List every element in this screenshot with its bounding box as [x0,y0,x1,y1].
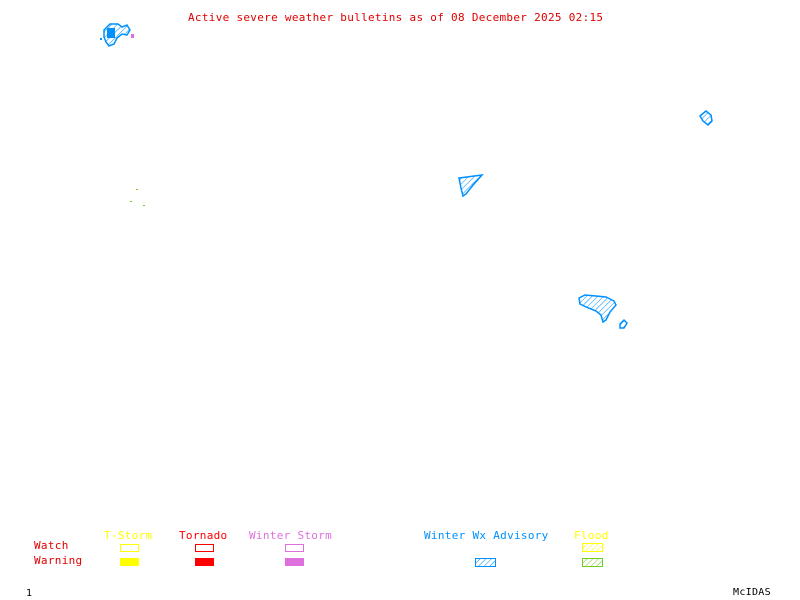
flood-warning-area-west[interactable] [130,189,145,206]
legend-header-winter-wx-advisory: Winter Wx Advisory [424,529,549,542]
legend-flood-watch-swatch [582,543,603,552]
winter-advisory-area-east[interactable] [578,294,628,329]
software-label: McIDAS [733,587,771,598]
winter-advisory-area-northeast[interactable] [699,110,713,127]
legend-winter-wx-advisory-swatch [475,558,496,567]
legend-winter-storm-warning-swatch [285,558,304,566]
legend-header-flood: Flood [574,529,609,542]
legend-tornado-watch-swatch [195,544,214,552]
legend-flood-warning-swatch [582,558,603,567]
legend-header-winter-storm: Winter Storm [249,529,333,542]
map-title: Active severe weather bulletins as of 08… [188,11,604,24]
legend-tornado-warning-swatch [195,558,214,566]
frame-number: 1 [26,588,33,599]
legend-winter-storm-watch-swatch [285,544,304,552]
winter-advisory-area-north-central[interactable] [458,173,484,198]
legend-tstorm-watch-swatch [120,544,139,552]
legend-header-tornado: Tornado [179,529,228,542]
winter-advisory-area-northwest[interactable] [100,23,131,47]
legend-header-tstorm: T-Storm [104,529,153,542]
legend-tstorm-warning-swatch [120,558,139,566]
legend-row-label-warning: Warning [34,554,83,567]
legend-row-label-watch: Watch [34,539,69,552]
winter-storm-warning-area-northwest[interactable] [131,34,134,38]
